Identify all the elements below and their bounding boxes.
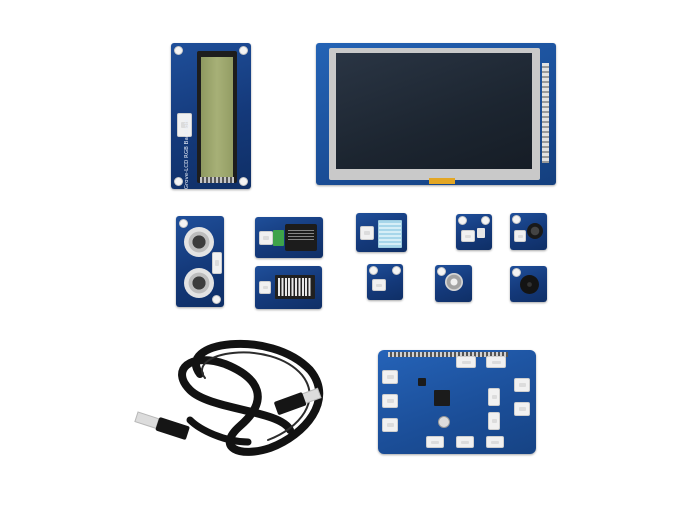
dht-sensor	[378, 220, 402, 248]
component-dot	[477, 228, 485, 238]
relay-label	[288, 230, 314, 242]
mount-hole	[174, 46, 183, 55]
grove-connector	[514, 378, 530, 392]
grove-connector	[514, 402, 530, 416]
temperature-sensor-module	[435, 265, 472, 302]
mount-hole	[512, 215, 521, 224]
grove-connector	[426, 436, 444, 448]
grove-connector	[177, 113, 192, 137]
grove-connector	[259, 281, 271, 294]
led-bar-segments	[278, 278, 312, 296]
relay-module	[255, 217, 323, 258]
grove-connector	[372, 279, 386, 291]
lcd-module-silkscreen: Grove-LCD RGB Backlight	[184, 118, 190, 190]
thermistor	[445, 273, 463, 291]
mount-hole	[512, 268, 521, 277]
usb-cable	[130, 330, 330, 470]
mount-hole	[179, 219, 188, 228]
grove-connector	[259, 231, 273, 245]
grove-connector	[486, 436, 504, 448]
lcd-pin-header	[200, 177, 234, 183]
grove-connector	[486, 356, 506, 368]
buzzer-module	[510, 266, 547, 302]
small-chip	[418, 378, 426, 386]
grove-connector	[382, 418, 398, 432]
side-pin-header	[542, 63, 549, 163]
temperature-humidity-module	[356, 213, 407, 252]
mount-hole	[174, 177, 183, 186]
buzzer	[520, 275, 539, 294]
led-bar-module	[255, 266, 322, 309]
grove-connector	[382, 370, 398, 384]
grove-connector	[488, 388, 500, 406]
grove-connector	[461, 230, 475, 242]
flex-cable	[429, 178, 455, 184]
ultrasonic-transducer-bottom	[184, 268, 214, 298]
grove-connector	[360, 226, 374, 240]
mount-hole	[239, 177, 248, 186]
grove-connector	[456, 356, 476, 368]
mount-hole	[369, 266, 378, 275]
mount-hole	[458, 216, 467, 225]
microcontroller-chip	[434, 390, 450, 406]
ultrasonic-transducer-top	[184, 227, 214, 257]
grove-connector	[488, 412, 500, 430]
mount-hole	[212, 295, 221, 304]
usb-cable-drawing	[134, 339, 324, 456]
mount-hole	[239, 46, 248, 55]
grove-connector	[514, 230, 526, 242]
microphone	[527, 223, 543, 239]
mount-hole	[481, 216, 490, 225]
small-module-a	[456, 214, 492, 250]
lcd-rgb-backlight-module: Grove-LCD RGB Backlight	[171, 43, 251, 189]
mount-hole	[437, 267, 446, 276]
touch-display-board	[316, 43, 556, 185]
mount-hole	[392, 266, 401, 275]
reset-button	[438, 416, 450, 428]
grove-connector	[456, 436, 474, 448]
ultrasonic-ranger-module	[176, 216, 224, 307]
lcd-screen	[201, 57, 233, 177]
sound-sensor-module	[510, 213, 547, 250]
shield-pin-header	[388, 352, 508, 357]
relay-terminal	[273, 230, 284, 246]
touch-screen	[336, 53, 532, 169]
light-sensor-module	[367, 264, 403, 300]
grove-connector	[382, 394, 398, 408]
grove-connector	[212, 252, 222, 274]
base-shield-board	[378, 350, 536, 454]
